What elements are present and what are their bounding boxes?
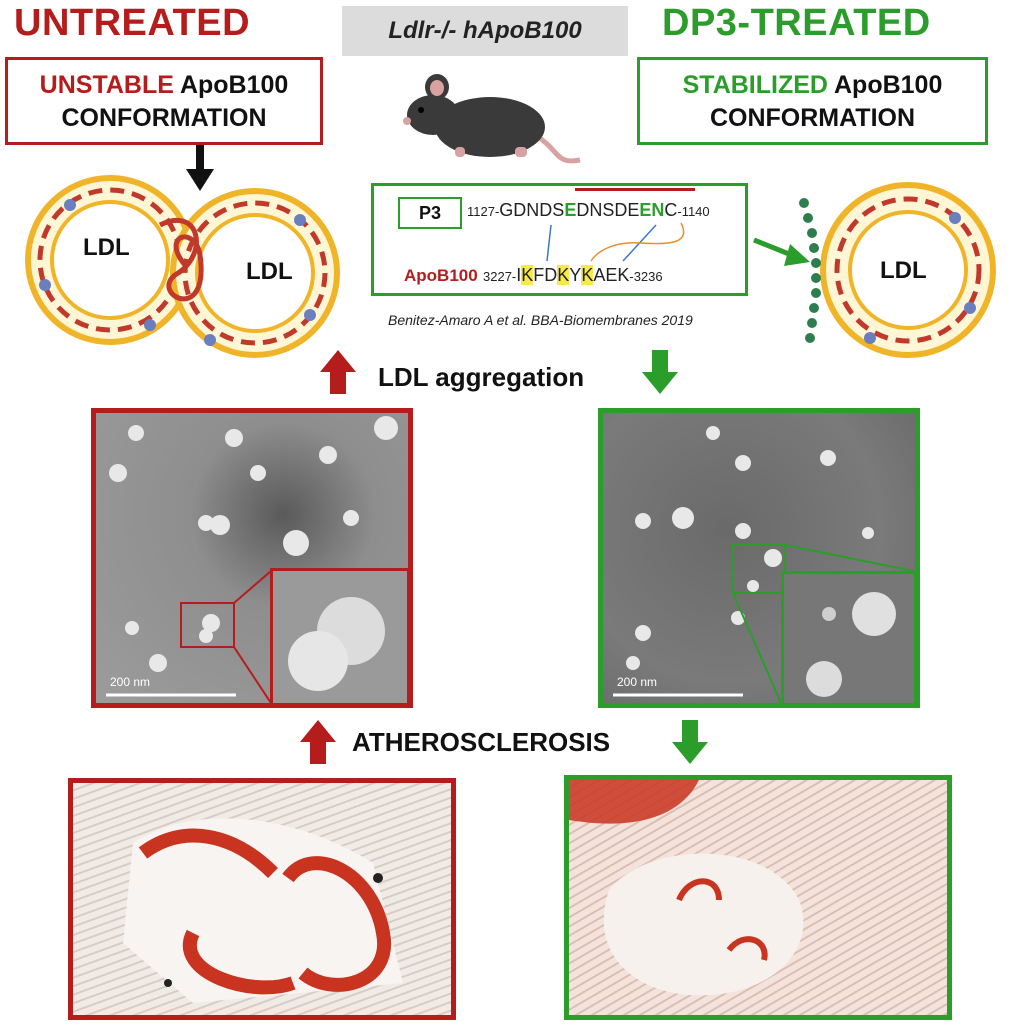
- arrow-up-icon: [320, 350, 356, 394]
- apob-k2: K: [557, 265, 570, 285]
- aggregated-ldl-diagram: [25, 175, 340, 358]
- tem-treated-panel: 200 nm: [598, 408, 920, 708]
- histology-treated-panel: [564, 775, 952, 1020]
- tem-treated-particles: [613, 426, 914, 703]
- tem-untreated-inset-particles: [288, 597, 385, 691]
- atherosclerosis-label: ATHEROSCLEROSIS: [352, 727, 611, 757]
- tem-treated-inset-particles: [806, 592, 896, 697]
- ldl-aggregation-label: LDL aggregation: [378, 362, 585, 392]
- interaction-lines: [546, 222, 685, 262]
- mouse-model-label: Ldlr-/- hApoB100: [342, 6, 628, 56]
- tem-treated-inset: [781, 571, 915, 703]
- stabilized-conformation-text: CONFORMATION: [709, 104, 916, 132]
- tem-untreated-inset: [270, 568, 408, 703]
- apob-rest: AEK: [593, 265, 630, 285]
- apob-fd: FD: [533, 265, 558, 285]
- apob100-label: ApoB100: [404, 266, 478, 285]
- p3-end: -1140: [677, 204, 710, 219]
- tem-untreated-panel: 200 nm: [91, 408, 413, 708]
- ldl-label-b: LDL: [246, 258, 293, 285]
- histology-treated-tissue: [569, 780, 804, 996]
- tem-untreated-particles: [106, 416, 398, 703]
- p3-red-bar: [575, 188, 695, 191]
- p3-e1: E: [564, 200, 577, 220]
- unstable-conformation-box: UNSTABLE ApoB100 CONFORMATION: [5, 57, 323, 145]
- arrow-down-icon: [186, 145, 214, 191]
- arrow-up-icon: [300, 720, 336, 764]
- stabilized-apob-text: ApoB100: [827, 71, 943, 99]
- unstable-conformation-text: CONFORMATION: [61, 104, 267, 132]
- p3-seg-b: DNSDE: [576, 200, 640, 220]
- ldl-label-a: LDL: [83, 234, 130, 261]
- arrow-down-icon: [672, 720, 708, 764]
- apob-y: Y: [569, 265, 582, 285]
- apob-k3: K: [581, 265, 594, 285]
- p3-seg-a: GDNDS: [499, 200, 565, 220]
- histology-untreated-panel: [68, 778, 456, 1020]
- mouse-icon: [403, 74, 581, 164]
- unstable-apob-text: ApoB100: [173, 71, 289, 99]
- p3-tag: P3: [398, 197, 462, 229]
- histology-untreated-lesion: [123, 818, 403, 1003]
- p3-start: 1127-: [467, 204, 500, 219]
- p3-sequence: 1127-GDNDSEDNSDEENC-1140: [467, 200, 710, 221]
- apob-i: I: [516, 265, 522, 285]
- unstable-keyword: UNSTABLE: [39, 71, 174, 99]
- ldl-label-c: LDL: [880, 257, 927, 284]
- arrow-right-icon: [753, 237, 810, 266]
- p3-seg-c: C: [664, 200, 678, 220]
- p3-en: EN: [639, 200, 665, 220]
- scale-bar-treated: 200 nm: [617, 675, 658, 689]
- untreated-title: UNTREATED: [14, 2, 251, 44]
- apob-start: 3227-: [483, 269, 517, 284]
- arrow-down-icon: [642, 350, 678, 394]
- citation: Benitez-Amaro A et al. BBA-Biomembranes …: [388, 312, 693, 328]
- stabilized-ldl-diagram: [799, 182, 996, 358]
- apob-end: -3236: [629, 269, 663, 284]
- scale-bar-untreated: 200 nm: [110, 675, 151, 689]
- stabilized-keyword: STABILIZED: [682, 71, 828, 99]
- apob-k1: K: [521, 265, 534, 285]
- stabilized-conformation-box: STABILIZED ApoB100 CONFORMATION: [637, 57, 988, 145]
- apob100-sequence: 3227-IKFDKYKAEK-3236: [483, 265, 663, 286]
- dp3-treated-title: DP3-TREATED: [662, 2, 931, 44]
